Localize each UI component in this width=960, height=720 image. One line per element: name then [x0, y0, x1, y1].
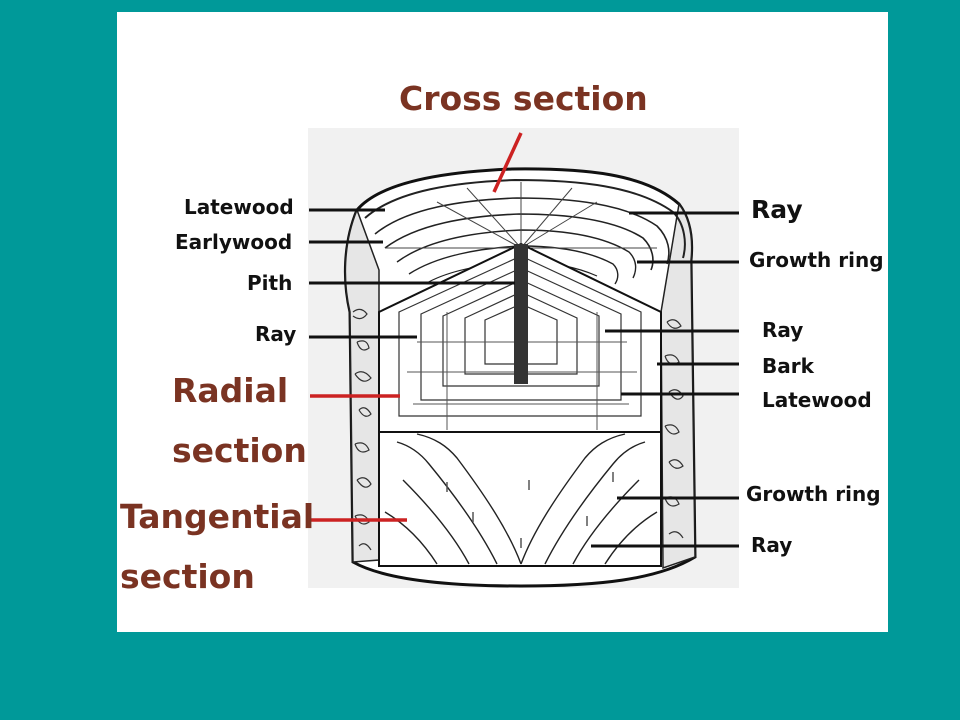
tangential-rays: [446, 472, 614, 548]
tangential-grain: [384, 433, 658, 565]
label-ray-mid: Ray: [762, 318, 804, 342]
slide: Cross section Radial section Tangential …: [117, 12, 888, 632]
bark-right: [660, 202, 696, 570]
label-earlywood: Earlywood: [175, 230, 293, 254]
label-growth-ring-bottom: Growth ring: [746, 482, 881, 506]
rays-cross-face: [385, 182, 657, 249]
label-ray-top: Ray: [751, 195, 803, 224]
tangential-face: [378, 431, 662, 567]
radial-section-label-line2: section: [172, 431, 307, 470]
label-bark: Bark: [762, 354, 814, 378]
label-latewood-left: Latewood: [184, 195, 294, 219]
bark-texture: [352, 308, 684, 551]
label-latewood-right: Latewood: [762, 388, 872, 412]
radial-section-label-line1: Radial: [172, 371, 289, 410]
cross-section-label: Cross section: [399, 79, 648, 118]
label-ray-bottom: Ray: [751, 533, 793, 557]
pointer-cross-section: [492, 132, 523, 193]
leader-lines: [309, 208, 739, 548]
label-growth-ring-top: Growth ring: [749, 248, 884, 272]
wood-block-diagram: [308, 128, 739, 588]
pith: [514, 244, 528, 384]
label-ray-left: Ray: [255, 322, 297, 346]
label-pith: Pith: [247, 271, 293, 295]
section-pointers: [310, 132, 523, 522]
tangential-section-label-line2: section: [120, 557, 255, 596]
tangential-section-label-line1: Tangential: [120, 497, 315, 536]
